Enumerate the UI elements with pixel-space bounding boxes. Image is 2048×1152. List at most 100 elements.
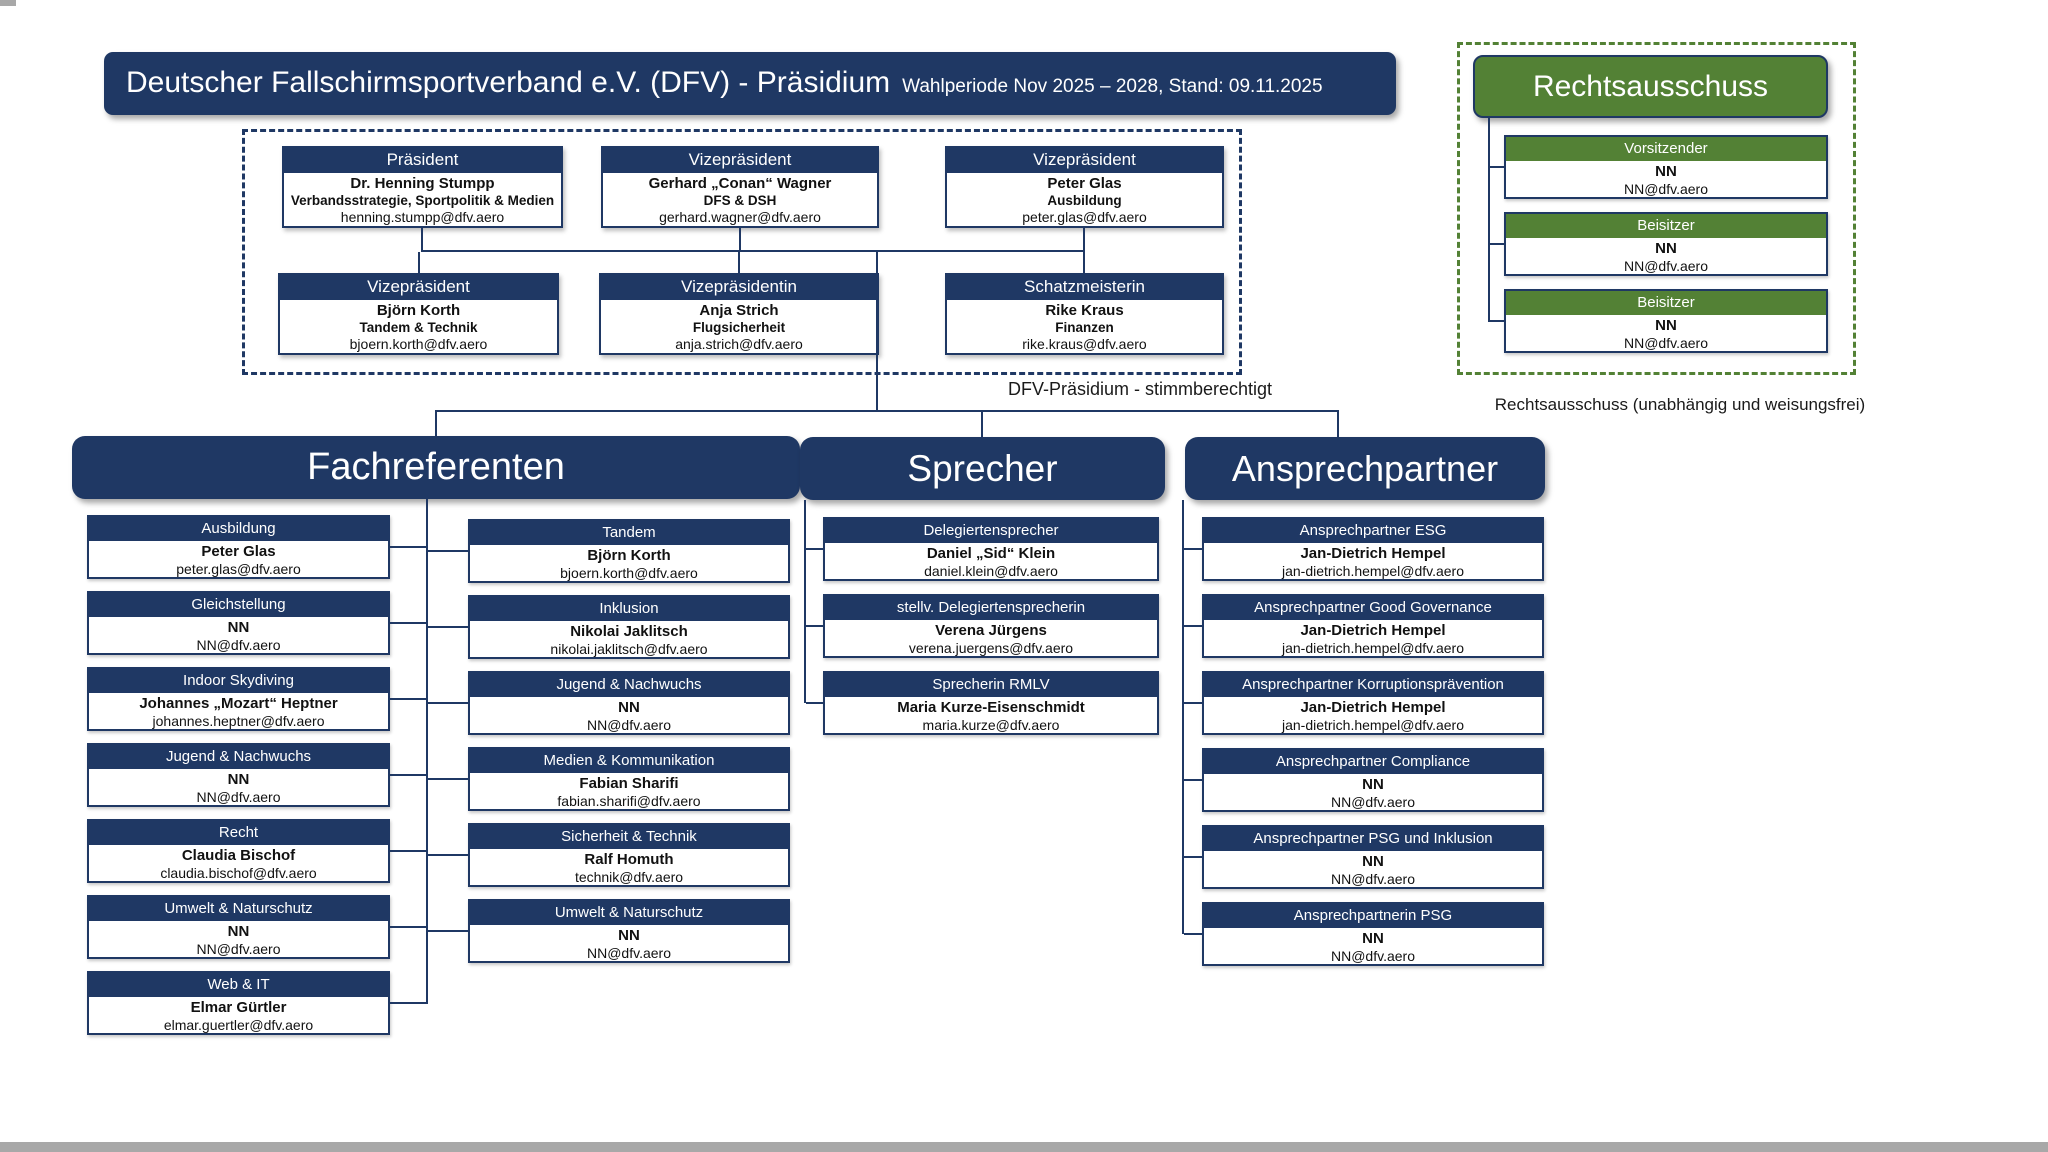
connector-line [435, 412, 437, 438]
box-body: NN NN@dfv.aero [1204, 930, 1542, 964]
role-header: Vizepräsident [603, 148, 877, 175]
praesidium-box-vize-wagner: Vizepräsident Gerhard „Conan“ Wagner DFS… [601, 146, 879, 228]
box-body: Jan-Dietrich Hempel jan-dietrich.hempel@… [1204, 622, 1542, 656]
topic-header: Ansprechpartner Korruptionsprävention [1204, 673, 1542, 699]
fachreferenten-column-1: Ausbildung Peter Glas peter.glas@dfv.aer… [87, 515, 390, 1035]
person-name: Elmar Gürtler [190, 999, 287, 1016]
ansprechpartner-box: Ansprechpartner ESG Jan-Dietrich Hempel … [1202, 517, 1544, 581]
person-area: DFS & DSH [703, 193, 777, 208]
person-name: NN [1655, 317, 1677, 334]
page-title: Deutscher Fallschirmsportverband e.V. (D… [126, 66, 891, 99]
person-name: NN [618, 927, 640, 944]
topic-header: Inklusion [470, 597, 788, 623]
connector-line [1490, 166, 1504, 168]
fachreferent-box: Recht Claudia Bischof claudia.bischof@df… [87, 819, 390, 883]
member-role: Vorsitzender [1506, 137, 1826, 163]
rechtsausschuss-member-box: Vorsitzender NN NN@dfv.aero [1504, 135, 1828, 199]
person-email: elmar.guertler@dfv.aero [163, 1017, 314, 1033]
connector-line [1184, 625, 1202, 627]
connector-line [428, 854, 468, 856]
connector-line [428, 702, 468, 704]
connector-line [738, 252, 740, 273]
role-header: Präsident [284, 148, 561, 175]
person-email: NN@dfv.aero [1331, 871, 1415, 887]
connector-line [390, 850, 426, 852]
person-area: Flugsicherheit [692, 320, 786, 335]
slide-edge-top-left [0, 0, 16, 6]
fachreferent-box: Web & IT Elmar Gürtler elmar.guertler@df… [87, 971, 390, 1035]
person-email: anja.strich@dfv.aero [675, 336, 803, 352]
person-email: bjoern.korth@dfv.aero [560, 565, 698, 581]
topic-header: Web & IT [89, 973, 388, 999]
topic-header: Ansprechpartner PSG und Inklusion [1204, 827, 1542, 853]
fachreferent-box: Jugend & Nachwuchs NN NN@dfv.aero [468, 671, 790, 735]
person-name: Björn Korth [587, 547, 671, 564]
person-name: NN [1655, 240, 1677, 257]
person-name: Anja Strich [699, 302, 779, 319]
box-body: Daniel „Sid“ Klein daniel.klein@dfv.aero [825, 545, 1157, 579]
person-email: verena.juergens@dfv.aero [908, 640, 1074, 656]
sprecher-title: Sprecher [907, 447, 1058, 489]
person-email: NN@dfv.aero [196, 637, 281, 653]
ansprechpartner-box: Ansprechpartner Compliance NN NN@dfv.aer… [1202, 748, 1544, 812]
box-body: NN NN@dfv.aero [1204, 776, 1542, 810]
connector-line [806, 548, 823, 550]
ansprechpartner-box: Ansprechpartnerin PSG NN NN@dfv.aero [1202, 902, 1544, 966]
connector-line [1488, 118, 1490, 322]
box-body: Gerhard „Conan“ Wagner DFS & DSH gerhard… [603, 175, 877, 226]
person-name: NN [1362, 930, 1384, 947]
person-email: NN@dfv.aero [1331, 948, 1415, 964]
connector-line [435, 410, 1339, 412]
person-email: henning.stumpp@dfv.aero [340, 209, 505, 225]
person-email: NN@dfv.aero [587, 945, 671, 961]
role-header: Vizepräsident [280, 275, 557, 302]
ansprechpartner-box: Ansprechpartner Korruptionsprävention Ja… [1202, 671, 1544, 735]
person-area: Tandem & Technik [359, 320, 478, 335]
connector-line [421, 228, 423, 252]
person-name: NN [618, 699, 640, 716]
connector-line [1337, 412, 1339, 439]
fachreferent-box: Gleichstellung NN NN@dfv.aero [87, 591, 390, 655]
praesidium-box-vize-korth: Vizepräsident Björn Korth Tandem & Techn… [278, 273, 559, 355]
box-body: Elmar Gürtler elmar.guertler@dfv.aero [89, 999, 388, 1033]
connector-line [806, 702, 823, 704]
connector-line [421, 250, 1085, 252]
box-body: Peter Glas peter.glas@dfv.aero [89, 543, 388, 577]
person-email: jan-dietrich.hempel@dfv.aero [1281, 717, 1465, 733]
topic-header: Ansprechpartner Compliance [1204, 750, 1542, 776]
rechtsausschuss-caption: Rechtsausschuss (unabhängig und weisungs… [1494, 395, 1866, 414]
connector-line [1083, 252, 1085, 273]
person-area: Verbandsstrategie, Sportpolitik & Medien [290, 193, 555, 208]
fachreferenten-title: Fachreferenten [307, 446, 565, 488]
person-email: gerhard.wagner@dfv.aero [659, 209, 821, 225]
connector-line [390, 698, 426, 700]
topic-header: Indoor Skydiving [89, 669, 388, 695]
person-email: johannes.heptner@dfv.aero [152, 713, 325, 729]
person-email: peter.glas@dfv.aero [1022, 209, 1147, 225]
connector-line [1184, 702, 1202, 704]
connector-line [390, 546, 426, 548]
ansprechpartner-column: Ansprechpartner ESG Jan-Dietrich Hempel … [1202, 517, 1544, 966]
person-name: Dr. Henning Stumpp [350, 175, 495, 192]
topic-header: Gleichstellung [89, 593, 388, 619]
person-name: Gerhard „Conan“ Wagner [648, 175, 832, 192]
box-body: Maria Kurze-Eisenschmidt maria.kurze@dfv… [825, 699, 1157, 733]
box-body: NN NN@dfv.aero [470, 699, 788, 733]
person-email: NN@dfv.aero [1624, 181, 1708, 197]
fachreferent-box: Umwelt & Naturschutz NN NN@dfv.aero [468, 899, 790, 963]
topic-header: Sicherheit & Technik [470, 825, 788, 851]
box-body: NN NN@dfv.aero [1506, 163, 1826, 197]
topic-header: Umwelt & Naturschutz [470, 901, 788, 927]
topic-header: Ansprechpartnerin PSG [1204, 904, 1542, 930]
member-role: Beisitzer [1506, 214, 1826, 240]
connector-line [1184, 933, 1202, 935]
fachreferenten-header: Fachreferenten [72, 436, 800, 499]
praesidium-group-frame [242, 129, 1242, 375]
connector-line [428, 930, 468, 932]
role-header: Vizepräsidentin [601, 275, 877, 302]
topic-header: Ausbildung [89, 517, 388, 543]
box-body: Rike Kraus Finanzen rike.kraus@dfv.aero [947, 302, 1222, 353]
connector-line [390, 926, 426, 928]
fachreferent-box: Medien & Kommunikation Fabian Sharifi fa… [468, 747, 790, 811]
